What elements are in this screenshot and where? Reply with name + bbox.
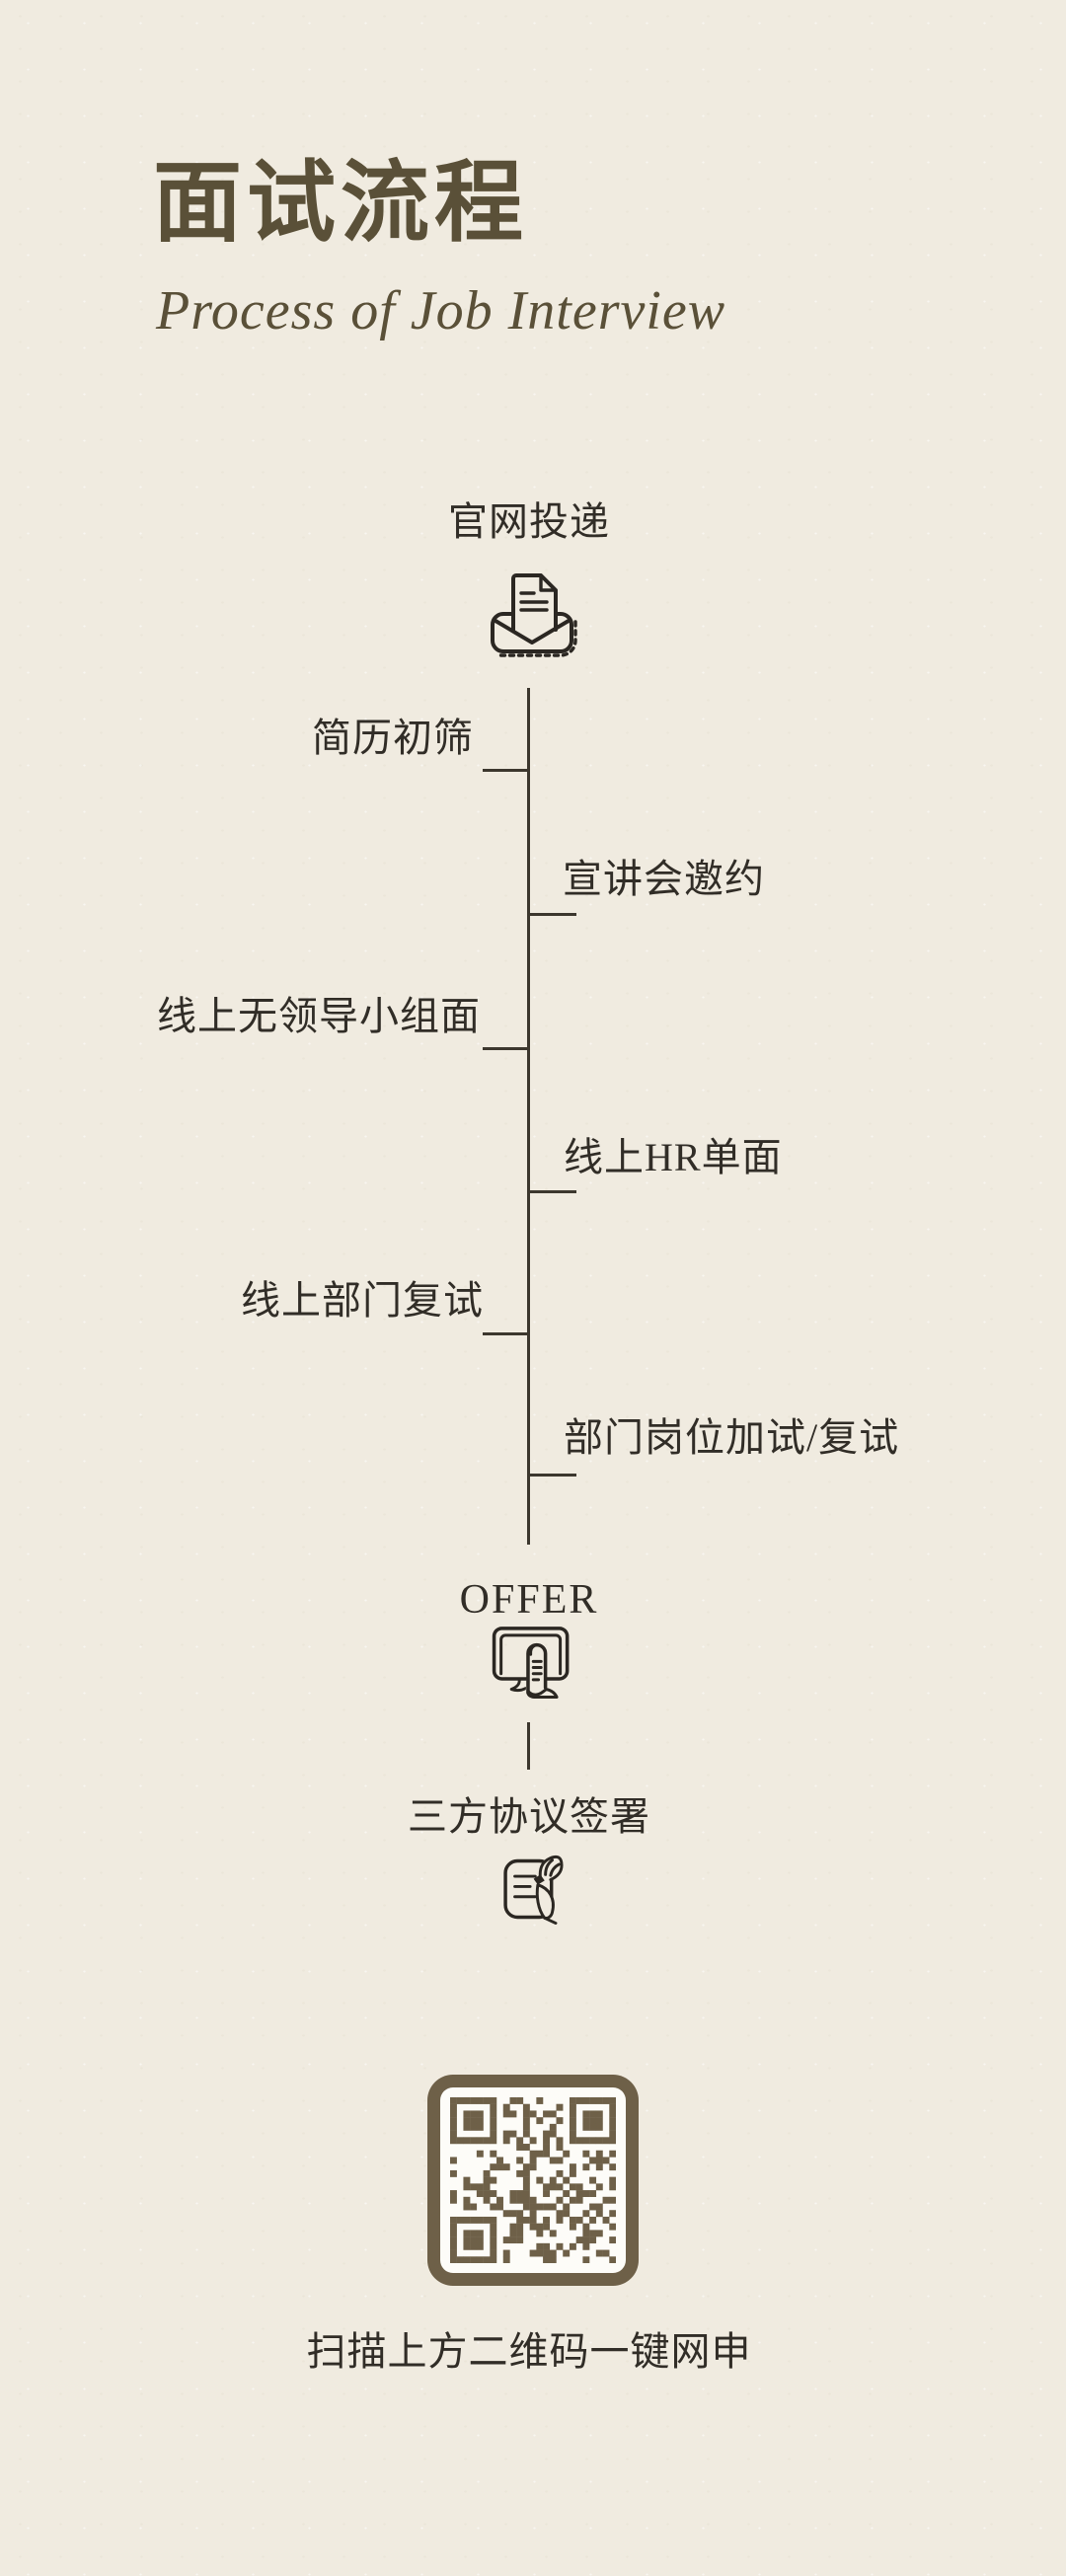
page-title: 面试流程 bbox=[153, 155, 528, 253]
timeline-tick bbox=[530, 1474, 576, 1477]
timeline-tick bbox=[530, 1190, 576, 1193]
step-department-reinterview: 线上部门复试 bbox=[241, 1278, 484, 1323]
offer-label: OFFER bbox=[459, 1577, 599, 1623]
timeline-tick bbox=[483, 1332, 529, 1335]
timeline-tick bbox=[530, 913, 576, 916]
monitor-offer-icon bbox=[484, 1624, 579, 1705]
step-leaderless-group: 线上无领导小组面 bbox=[157, 994, 481, 1038]
qr-pattern bbox=[450, 2097, 616, 2263]
page-subtitle: Process of Job Interview bbox=[156, 280, 726, 341]
step-info-session-invite: 宣讲会邀约 bbox=[563, 857, 765, 901]
contract-signing-icon bbox=[494, 1850, 574, 1929]
timeline-tick bbox=[483, 769, 529, 772]
timeline-line bbox=[527, 688, 530, 1545]
step-hr-interview: 线上HR单面 bbox=[564, 1135, 783, 1179]
qr-inner-panel bbox=[440, 2087, 626, 2273]
step-resume-screening: 简历初筛 bbox=[312, 716, 474, 760]
timeline-tick bbox=[483, 1047, 529, 1050]
signing-label: 三方协议签署 bbox=[408, 1794, 650, 1839]
qr-code bbox=[427, 2075, 639, 2286]
flow-start-label: 官网投递 bbox=[448, 499, 610, 544]
timeline-connector bbox=[527, 1722, 530, 1770]
qr-caption: 扫描上方二维码一键网申 bbox=[306, 2329, 752, 2374]
envelope-submit-icon bbox=[483, 563, 581, 661]
step-position-extra-test: 部门岗位加试/复试 bbox=[564, 1415, 900, 1460]
